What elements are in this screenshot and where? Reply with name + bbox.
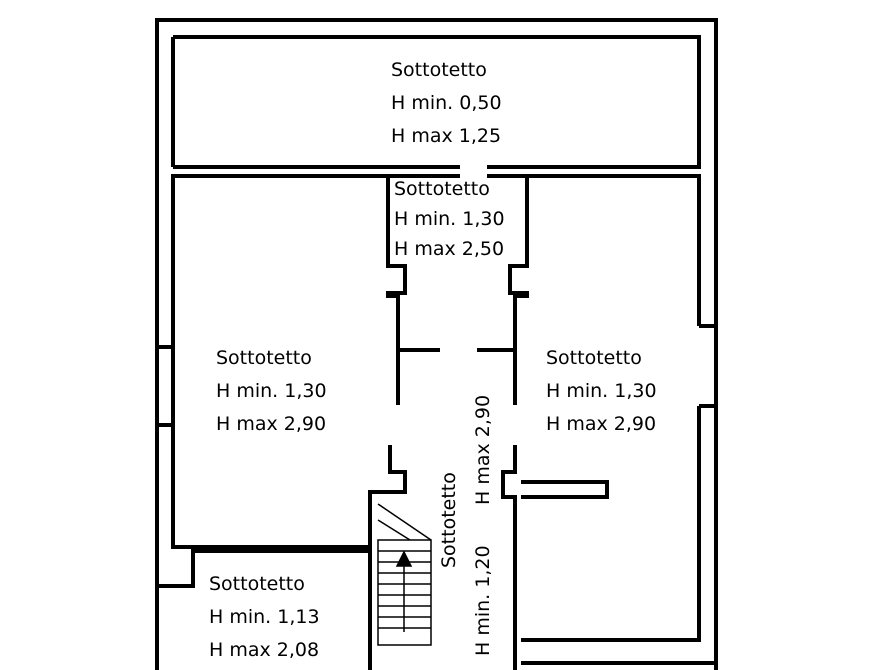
room-center-name: Sottotetto xyxy=(394,178,490,200)
lower-right-wall xyxy=(501,445,517,670)
room-label-bottom-left: Sottotetto H min. 1,13 H max 2,08 xyxy=(209,568,320,667)
room-left-hmin: H min. 1,30 xyxy=(216,380,327,402)
room-right-hmax: H max 2,90 xyxy=(546,413,657,435)
room-center-hmin: H min. 1,30 xyxy=(394,208,505,230)
right-room-wall xyxy=(487,174,701,326)
right-room-wall-lower xyxy=(521,406,701,642)
corridor-label-hmax: H max 2,90 xyxy=(472,394,494,505)
room-label-top: Sottotetto H min. 0,50 H max 1,25 xyxy=(391,54,502,153)
top-room-wall xyxy=(173,35,701,169)
corridor-left-wall xyxy=(386,176,407,405)
room-label-right: Sottotetto H min. 1,30 H max 2,90 xyxy=(546,342,657,441)
right-window xyxy=(699,324,718,408)
room-top-hmin: H min. 0,50 xyxy=(391,92,502,114)
room-left-hmax: H max 2,90 xyxy=(216,413,327,435)
room-label-left: Sottotetto H min. 1,30 H max 2,90 xyxy=(216,342,327,441)
room-bottom-left-hmax: H max 2,08 xyxy=(209,639,320,661)
corridor-label-hmin: H min. 1,20 xyxy=(472,545,494,656)
room-label-center: Sottotetto H min. 1,30 H max 2,50 xyxy=(394,174,505,264)
room-right-name: Sottotetto xyxy=(546,347,642,369)
room-top-name: Sottotetto xyxy=(391,59,487,81)
room-right-hmin: H min. 1,30 xyxy=(546,380,657,402)
corridor-label-name: Sottotetto xyxy=(438,472,460,568)
room-center-hmax: H max 2,50 xyxy=(394,238,505,260)
room-top-hmax: H max 1,25 xyxy=(391,125,502,147)
lower-right-stub xyxy=(521,480,609,499)
stair-wall xyxy=(368,445,407,670)
left-window xyxy=(157,345,175,427)
corridor-right-wall xyxy=(508,176,529,405)
bottom-left-room-wall xyxy=(155,549,370,670)
room-bottom-left-name: Sottotetto xyxy=(209,573,305,595)
staircase xyxy=(377,503,432,646)
room-left-name: Sottotetto xyxy=(216,347,312,369)
room-bottom-left-hmin: H min. 1,13 xyxy=(209,606,320,628)
